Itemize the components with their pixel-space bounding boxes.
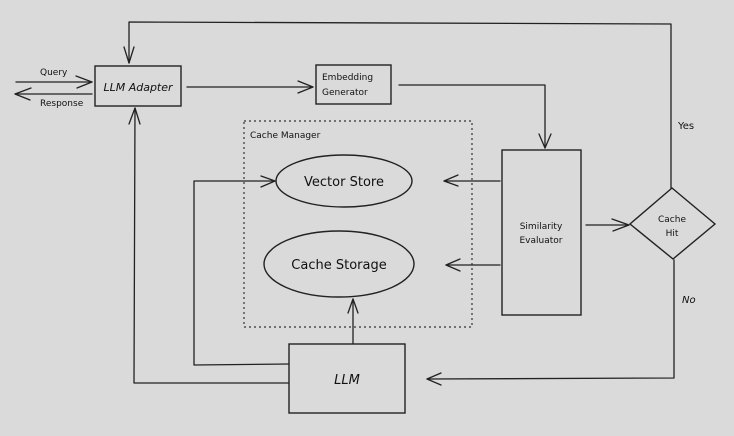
vector-store-label: Vector Store (304, 175, 384, 190)
llm-box (288, 343, 406, 414)
llm-adapter-label: LLM Adapter (103, 81, 174, 94)
cache-manager-label: Cache Manager (250, 131, 321, 141)
evaluator-to-vector-store-arrow (443, 174, 501, 187)
llm-to-vector-store-arrow (193, 175, 290, 366)
yes-path-arrow (123, 21, 672, 189)
llm-to-adapter-arrow (128, 107, 290, 384)
response-label: Response (40, 99, 84, 109)
similarity-evaluator-box (501, 149, 582, 316)
cache-storage-label: Cache Storage (291, 258, 386, 273)
no-label: No (682, 295, 696, 306)
embedding-generator-label-2: Generator (322, 88, 368, 98)
cache-hit-label-1: Cache (658, 215, 686, 225)
cache-hit-label-2: Hit (666, 229, 679, 239)
embedding-to-evaluator-arrow (398, 84, 552, 149)
cache-storage-node (263, 230, 415, 298)
embedding-generator-label-1: Embedding (322, 73, 373, 83)
evaluator-to-cache-hit-arrow (585, 218, 630, 232)
response-arrow (14, 87, 93, 101)
similarity-evaluator-label-2: Evaluator (520, 236, 563, 246)
llm-adapter-box (94, 65, 182, 107)
llm-label: LLM (334, 373, 360, 388)
vector-store-node (275, 154, 413, 208)
llm-to-cache-storage-arrow (347, 298, 359, 345)
query-label: Query (40, 68, 68, 78)
cache-manager-region (243, 120, 473, 328)
adapter-to-embedding-arrow (186, 80, 314, 94)
query-arrow (15, 75, 93, 89)
yes-label: Yes (677, 121, 694, 132)
similarity-evaluator-label-1: Similarity (520, 222, 563, 232)
evaluator-to-cache-storage-arrow (445, 258, 501, 272)
embedding-generator-box (315, 64, 392, 105)
no-path-arrow (426, 259, 675, 386)
cache-hit-decision (628, 187, 717, 260)
